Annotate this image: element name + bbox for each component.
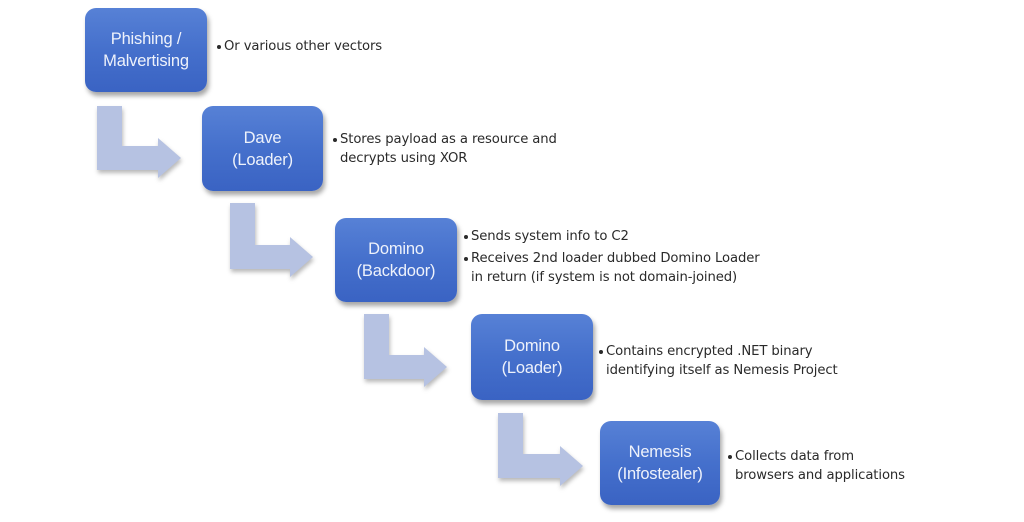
stage-title: Phishing /: [110, 30, 182, 48]
note-line: decrypts using XOR: [340, 151, 468, 166]
stage-box-dave-loader: Dave (Loader): [202, 106, 323, 191]
stage-title: Nemesis: [628, 443, 692, 461]
stage-subtitle: (Loader): [232, 150, 293, 169]
elbow-arrow-4-icon: [498, 413, 583, 486]
stage-box-phishing: Phishing / Malvertising: [85, 8, 207, 92]
note-line: Sends system info to C2: [471, 229, 629, 244]
note-bullet: Receives 2nd loader dubbed Domino Loader…: [464, 249, 760, 287]
stage-title: Dave: [243, 128, 282, 147]
note-line: browsers and applications: [735, 468, 905, 483]
stage-subtitle: (Backdoor): [356, 262, 436, 280]
stage-title: Domino: [504, 337, 560, 355]
note-line: Collects data from: [735, 449, 854, 464]
stage-title: Domino: [368, 240, 424, 258]
stage-box-nemesis-infostealer: Nemesis (Infostealer): [600, 421, 720, 505]
stage-box-domino-backdoor: Domino (Backdoor): [335, 218, 457, 302]
stage-notes-domino-backdoor: Sends system info to C2 Receives 2nd loa…: [464, 227, 760, 290]
note-bullet: Stores payload as a resource and decrypt…: [333, 130, 557, 168]
stage-box-domino-loader: Domino (Loader): [471, 314, 593, 400]
note-bullet: Collects data from browsers and applicat…: [728, 447, 905, 485]
elbow-arrow-2-icon: [230, 203, 313, 277]
stage-subtitle: Malvertising: [103, 52, 189, 70]
stage-subtitle: (Loader): [501, 359, 563, 377]
elbow-arrow-1-icon: [97, 106, 181, 178]
note-bullet: Sends system info to C2: [464, 227, 760, 246]
note-bullet: Or various other vectors: [217, 37, 382, 56]
note-bullet: Contains encrypted .NET binary identifyi…: [599, 342, 838, 380]
note-line: Contains encrypted .NET binary: [606, 344, 813, 359]
stage-notes-domino-loader: Contains encrypted .NET binary identifyi…: [599, 342, 838, 383]
note-line: in return (if system is not domain-joine…: [471, 270, 738, 285]
note-line: Or various other vectors: [224, 39, 383, 54]
stage-notes-nemesis-infostealer: Collects data from browsers and applicat…: [728, 447, 905, 488]
note-line: Stores payload as a resource and: [340, 132, 557, 147]
stage-notes-dave-loader: Stores payload as a resource and decrypt…: [333, 130, 557, 171]
stage-notes-phishing: Or various other vectors: [217, 37, 382, 59]
elbow-arrow-3-icon: [364, 314, 447, 387]
note-line: identifying itself as Nemesis Project: [606, 363, 838, 378]
note-line: Receives 2nd loader dubbed Domino Loader: [471, 251, 760, 266]
stage-subtitle: (Infostealer): [617, 465, 703, 483]
